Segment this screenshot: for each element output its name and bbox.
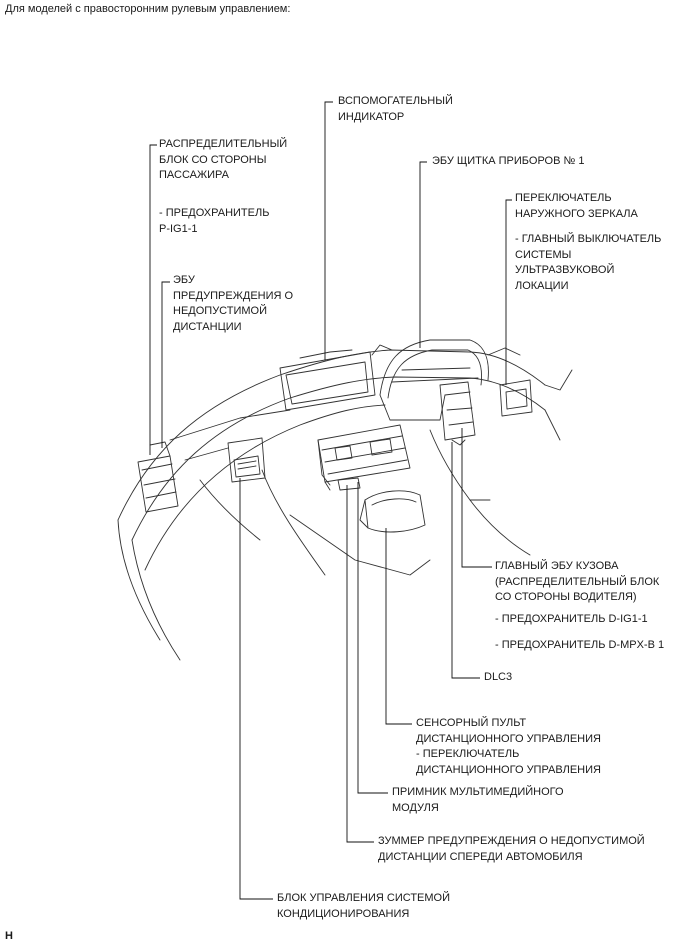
leader-aux-indicator (324, 101, 333, 360)
label-driver-fuse-ig: - ПРЕДОХРАНИТЕЛЬ D-IG1-1 (495, 613, 648, 625)
label-front-buzzer: ЗУММЕР ПРЕДУПРЕЖДЕНИЯ О НЕДОПУСТИМОЙ ДИС… (378, 835, 645, 863)
label-passenger-fuse: - ПРЕДОХРАНИТЕЛЬ P-IG1-1 (159, 207, 270, 235)
instrument-cluster-shape (371, 339, 489, 421)
center-audio-shape (317, 424, 411, 486)
leader-passenger-junction (149, 144, 157, 455)
label-aux-indicator: ВСПОМОГАТЕЛЬНЫЙ ИНДИКАТОР (338, 95, 453, 123)
leader-touch-pad (385, 528, 412, 725)
label-sonar-switch: - ГЛАВНЫЙ ВЫКЛЮЧАТЕЛЬ СИСТЕМЫ УЛЬТРАЗВУК… (515, 233, 662, 292)
leader-media-receiver (357, 482, 388, 794)
leader-clearance-ecu (161, 281, 170, 448)
leader-main-body-ecu (461, 428, 492, 568)
passenger-junction-shape (137, 441, 179, 513)
ac-control-shape (227, 437, 266, 483)
label-touch-pad: СЕНСОРНЫЙ ПУЛЬТ ДИСТАНЦИОННОГО УПРАВЛЕНИ… (416, 717, 601, 745)
label-dlc3: DLC3 (484, 671, 513, 683)
dashboard-outline (117, 349, 573, 661)
page-heading: Для моделей с правосторонним рулевым упр… (5, 3, 291, 15)
leader-dlc3 (451, 442, 480, 679)
label-passenger-junction: РАСПРЕДЕЛИТЕЛЬНЫЙ БЛОК СО СТОРОНЫ ПАССАЖ… (159, 138, 288, 181)
meter-ecu-shape (439, 381, 476, 446)
mirror-switch-shape (487, 347, 533, 417)
label-ac-control: БЛОК УПРАВЛЕНИЯ СИСТЕМОЙ КОНДИЦИОНИРОВАН… (277, 892, 451, 920)
leader-ac-control (239, 478, 273, 900)
leader-lines (149, 101, 512, 900)
auxiliary-display-shape (279, 349, 376, 411)
label-driver-fuse-mpx: - ПРЕДОХРАНИТЕЛЬ D-MPX-B 1 (495, 639, 665, 651)
touch-pad-shape (359, 490, 426, 533)
label-media-receiver: ПРИМНИК МУЛЬТИМЕДИЙНОГО МОДУЛЯ (392, 786, 564, 814)
label-clearance-ecu: ЭБУ ПРЕДУПРЕЖДЕНИЯ О НЕДОПУСТИМОЙ ДИСТАН… (173, 274, 294, 333)
receiver-bracket-shape (324, 477, 361, 491)
figure-code: H (5, 930, 13, 942)
label-main-body-ecu: ГЛАВНЫЙ ЭБУ КУЗОВА (РАСПРЕДЕЛИТЕЛЬНЫЙ БЛ… (495, 560, 660, 603)
leader-front-buzzer (346, 485, 374, 843)
label-touch-pad-switch: - ПЕРЕКЛЮЧАТЕЛЬ ДИСТАНЦИОННОГО УПРАВЛЕНИ… (416, 748, 601, 776)
label-meter-ecu: ЭБУ ЩИТКА ПРИБОРОВ № 1 (432, 155, 585, 167)
leader-meter-ecu (419, 161, 427, 348)
label-mirror-switch: ПЕРЕКЛЮЧАТЕЛЬ НАРУЖНОГО ЗЕРКАЛА (515, 192, 638, 220)
leader-mirror-switch (505, 199, 512, 385)
